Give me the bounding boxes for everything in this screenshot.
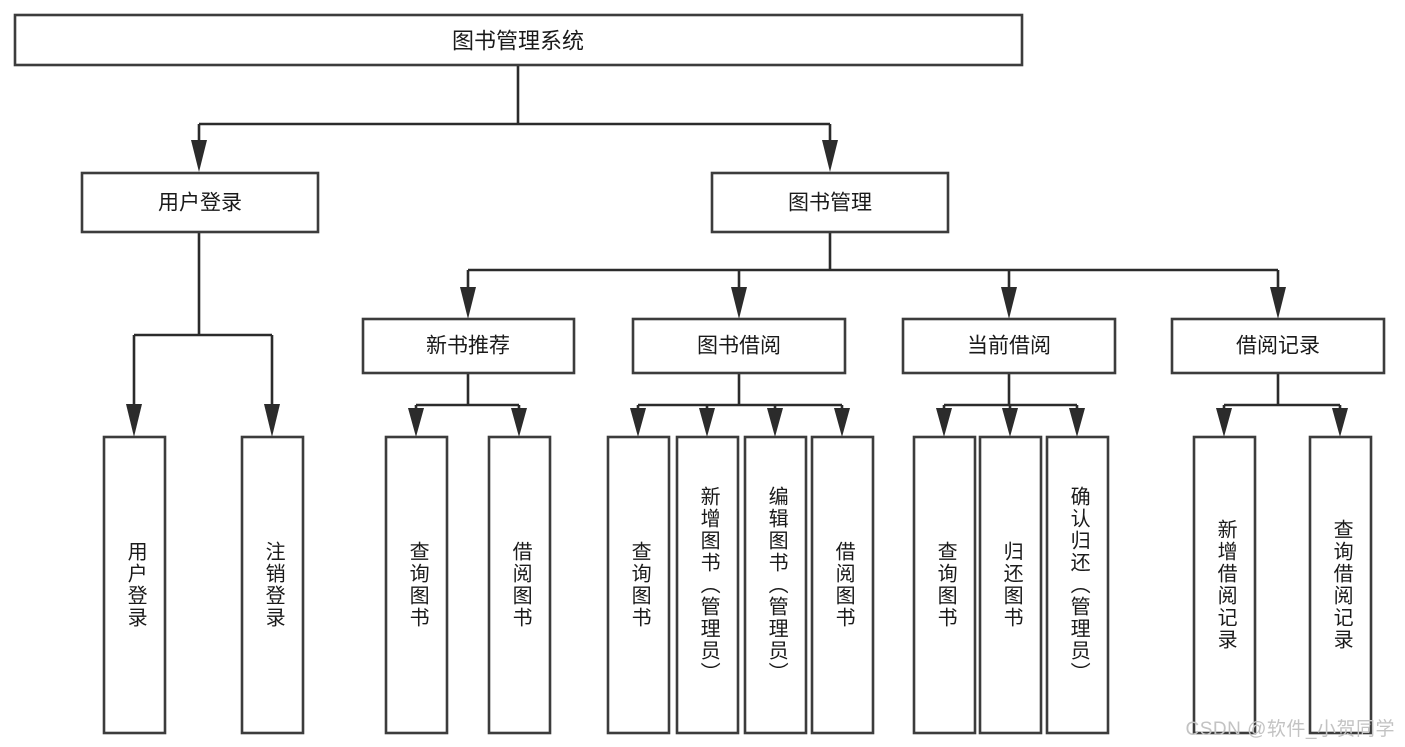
- connectors-layer: [126, 65, 1348, 437]
- arrow-head-leaf-nb-1: [408, 408, 424, 437]
- nodes-layer: 图书管理系统 用户登录 图书管理 新书推荐 图书借阅 当前借阅 借阅记录: [13, 13, 1386, 735]
- arrow-head-borrow-record: [1270, 287, 1286, 319]
- arrow-head-leaf-bb-3: [767, 408, 783, 437]
- arrow-head-leaf-br-1: [1216, 408, 1232, 437]
- arrow-head-leaf-bb-2: [699, 408, 715, 437]
- arrow-head-current-borrow: [1001, 287, 1017, 319]
- node-root-label: 图书管理系统: [452, 29, 584, 54]
- leaf-box-book-borrow-4[interactable]: [810, 435, 875, 735]
- leaf-box-user-login-1[interactable]: [102, 435, 167, 735]
- leaf-box-current-borrow-3[interactable]: [1045, 435, 1110, 735]
- arrow-head-book-manage: [822, 140, 838, 172]
- node-user-login-box[interactable]: [80, 171, 320, 234]
- arrow-head-leaf-bb-1: [630, 408, 646, 437]
- leaf-box-user-login-2[interactable]: [240, 435, 305, 735]
- node-book-manage-label: 图书管理: [788, 192, 872, 215]
- leaf-box-borrow-record-2[interactable]: [1308, 435, 1373, 735]
- leaf-box-new-book-1[interactable]: [384, 435, 449, 735]
- leaf-box-current-borrow-2[interactable]: [978, 435, 1043, 735]
- csdn-watermark: CSDN @软件_小贺同学: [1185, 719, 1395, 740]
- leaf-box-borrow-record-1[interactable]: [1192, 435, 1257, 735]
- arrow-head-book-borrow: [731, 287, 747, 319]
- node-new-book-label: 新书推荐: [426, 335, 510, 358]
- arrow-head-new-book: [460, 287, 476, 319]
- node-book-manage-box[interactable]: [710, 171, 950, 234]
- arrow-head-leaf-nb-2: [511, 408, 527, 437]
- arrow-head-leaf-br-2: [1332, 408, 1348, 437]
- arrow-head-user-login: [191, 140, 207, 172]
- leaf-box-current-borrow-1[interactable]: [912, 435, 977, 735]
- arrow-head-leaf-logout: [264, 404, 280, 437]
- leaf-box-book-borrow-1[interactable]: [606, 435, 671, 735]
- node-root-box[interactable]: [13, 13, 1024, 67]
- node-borrow-record-label: 借阅记录: [1236, 335, 1320, 358]
- leaf-box-book-borrow-2[interactable]: [675, 435, 740, 735]
- node-current-borrow-label: 当前借阅: [967, 335, 1051, 358]
- node-user-login-label: 用户登录: [158, 192, 242, 215]
- node-book-borrow-label: 图书借阅: [697, 335, 781, 358]
- arrow-head-leaf-user-login: [126, 404, 142, 437]
- arrow-head-leaf-cb-2: [1002, 408, 1018, 437]
- node-book-borrow-box[interactable]: [631, 317, 847, 375]
- arrow-head-leaf-cb-3: [1069, 408, 1085, 437]
- node-new-book-box[interactable]: [361, 317, 576, 375]
- node-borrow-record-box[interactable]: [1170, 317, 1386, 375]
- arrow-head-leaf-cb-1: [936, 408, 952, 437]
- node-current-borrow-box[interactable]: [901, 317, 1117, 375]
- arrow-head-leaf-bb-4: [834, 408, 850, 437]
- leaf-box-new-book-2[interactable]: [487, 435, 552, 735]
- leaf-box-book-borrow-3[interactable]: [743, 435, 808, 735]
